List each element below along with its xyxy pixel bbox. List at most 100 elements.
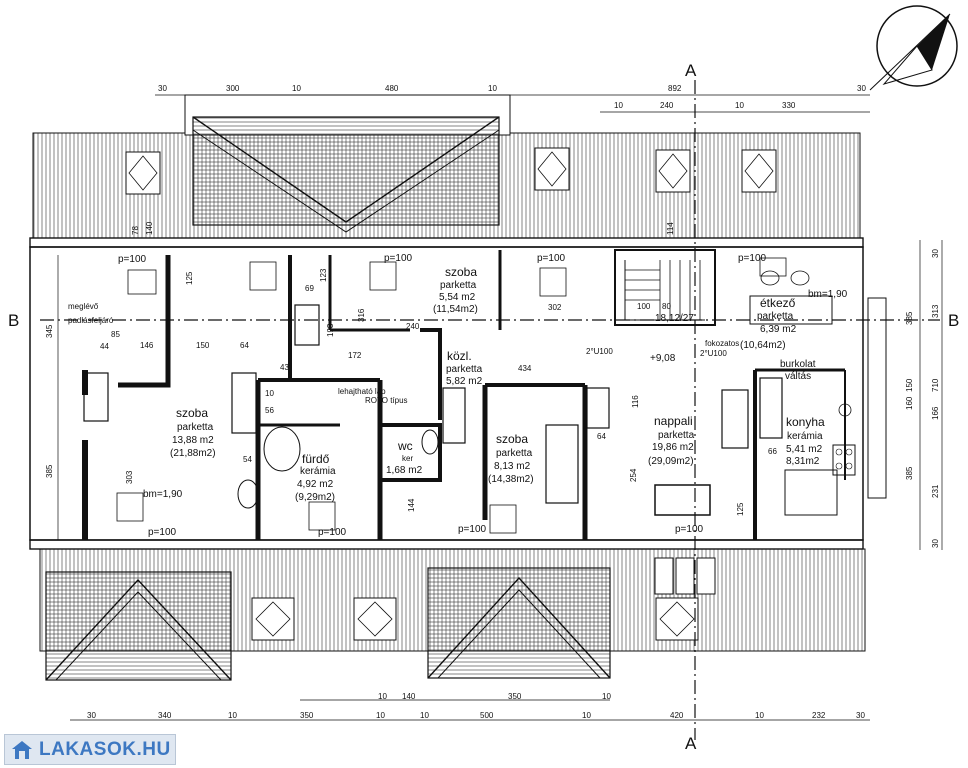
room-area-furdo: 4,92 m2 <box>297 479 334 490</box>
room-area2-konyha: 8,31m2 <box>786 456 820 467</box>
dim-bottom-2: 10 <box>228 711 237 720</box>
label-bm190-right: bm=1,90 <box>808 289 848 300</box>
label-padlo: padlásfeljáró <box>68 316 114 325</box>
room-floor-konyha: kerámia <box>787 431 823 442</box>
dim-top-4: 10 <box>488 84 497 93</box>
dim-bottom-3: 350 <box>300 711 314 720</box>
dim-right-1: 313 <box>931 304 940 318</box>
room-area2-furdo: (9,29m2) <box>295 492 336 503</box>
dim-int-13: 240 <box>406 322 420 331</box>
house-logo-icon <box>12 740 32 759</box>
dim-int-2: 125 <box>185 271 194 285</box>
section-marker-a-top: A <box>685 61 697 80</box>
dim-bottom-0: 30 <box>87 711 96 720</box>
room-area-wc: 1,68 m2 <box>386 465 423 476</box>
dim-left-1: 385 <box>45 464 54 478</box>
label-valtas: váltás <box>785 371 812 382</box>
dim-int-20: 303 <box>125 470 134 484</box>
dim-int-18: 116 <box>631 395 640 408</box>
dim-top-5: 892 <box>668 84 682 93</box>
walls <box>29 246 887 541</box>
label-szoszop-2: 2°U100 <box>700 349 727 358</box>
label-p100-7: p=100 <box>458 524 487 535</box>
room-area2-szoba-top: (11,54m2) <box>433 304 478 315</box>
label-p100-2: p=100 <box>384 253 413 264</box>
dim-right-2: 385 <box>905 311 914 325</box>
room-area2-szoba-center: (14,38m2) <box>488 474 534 485</box>
label-p100-5: p=100 <box>148 527 177 538</box>
label-level: +9,08 <box>650 353 676 364</box>
room-area2-szoba-left: (21,88m2) <box>170 448 216 459</box>
room-floor-furdo: kerámia <box>300 466 336 477</box>
room-area2-nappali: (29,09m2) <box>648 456 694 467</box>
room-floor-wc: ker <box>402 454 414 463</box>
label-megleve: meglévő <box>68 302 99 311</box>
room-area-szoba-top: 5,54 m2 <box>439 292 476 303</box>
dim-bottom-10: 10 <box>755 711 764 720</box>
room-name-szoba-top: szoba <box>445 265 478 279</box>
dim-int-7: 172 <box>348 351 362 360</box>
room-area-konyha: 5,41 m2 <box>786 444 823 455</box>
lakasok-watermark: LAKASOK.HU <box>4 734 176 765</box>
dim-top-6: 10 <box>614 101 623 110</box>
room-name-furdo: fürdő <box>302 452 330 466</box>
label-roto: ROTO típus <box>365 396 408 405</box>
room-area-szoba-center: 8,13 m2 <box>494 461 531 472</box>
dim-int-15: 434 <box>518 364 532 373</box>
label-bm190-left: bm=1,90 <box>143 489 183 500</box>
dim-right-7: 385 <box>905 466 914 480</box>
room-area-kozl: 5,82 m2 <box>446 376 483 387</box>
room-floor-etkezo: parketta <box>757 311 794 322</box>
room-name-wc: wc <box>398 439 413 453</box>
dim-right-3: 150 <box>905 378 914 392</box>
label-p100-8: p=100 <box>675 524 704 535</box>
dim-top-8: 10 <box>735 101 744 110</box>
room-area-etkezo: 6,39 m2 <box>760 324 797 335</box>
dim-int-19: 125 <box>736 502 745 516</box>
dim-int-29: 54 <box>243 455 252 464</box>
dim-int-11: 146 <box>140 341 154 350</box>
section-marker-a-bottom: A <box>685 734 697 753</box>
room-floor-nappali: parketta <box>658 430 695 441</box>
dim-right-4: 160 <box>905 396 914 410</box>
label-p100-6: p=100 <box>318 527 347 538</box>
dim-bottom2-2: 10 <box>602 692 611 701</box>
dim-int-17: 254 <box>629 468 638 482</box>
dim-top-10: 30 <box>857 84 866 93</box>
roof-bottom <box>29 539 866 681</box>
dim-bottom-9: 420 <box>670 711 684 720</box>
room-name-szoba-left: szoba <box>176 406 209 420</box>
dim-int-1: 140 <box>145 221 154 235</box>
label-stair: 18,12/27 <box>655 313 694 324</box>
dim-int-28: 10 <box>265 389 274 398</box>
dim-bottom-4: 10 <box>376 711 385 720</box>
label-lap: lehajtható lap <box>338 387 386 396</box>
dim-right-8: 231 <box>931 484 940 498</box>
room-floor-szoba-top: parketta <box>440 280 477 291</box>
room-area2-etkezo: (10,64m2) <box>740 340 786 351</box>
dim-int-27: 56 <box>265 406 274 415</box>
room-floor-szoba-center: parketta <box>496 448 533 459</box>
dim-int-23: 100 <box>637 302 651 311</box>
dim-bottom-5: 140 <box>402 692 416 701</box>
dim-int-16: 144 <box>407 498 416 512</box>
dim-bottom-11: 232 <box>812 711 826 720</box>
dim-bottom2-1: 350 <box>508 692 522 701</box>
dim-top-3: 480 <box>385 84 399 93</box>
watermark-text: LAKASOK.HU <box>39 738 171 760</box>
room-name-szoba-center: szoba <box>496 432 529 446</box>
room-area-szoba-left: 13,88 m2 <box>172 435 214 446</box>
label-p100-3: p=100 <box>537 253 566 264</box>
room-floor-kozl: parketta <box>446 364 483 375</box>
dim-int-0: 78 <box>131 226 140 235</box>
dim-int-24: 64 <box>597 432 606 441</box>
dim-left-0: 345 <box>45 324 54 338</box>
roof-top <box>29 94 864 248</box>
label-szoszop: 2°U100 <box>586 347 613 356</box>
section-lines <box>40 80 940 740</box>
dimension-lines <box>57 94 943 721</box>
dim-int-4: 316 <box>357 308 366 322</box>
dim-bottom-1: 340 <box>158 711 172 720</box>
dim-right-5: 710 <box>931 378 940 392</box>
